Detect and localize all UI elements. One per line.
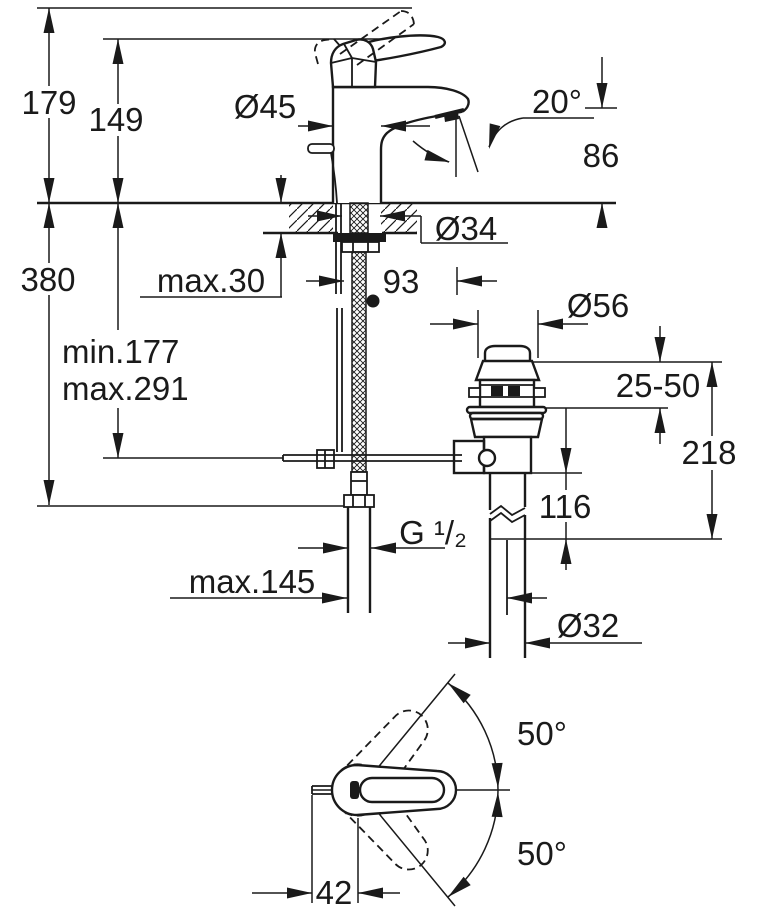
dimension-lines bbox=[43, 8, 718, 649]
dim-waste-height: 218 bbox=[681, 434, 736, 471]
supply-hose bbox=[351, 251, 367, 473]
supply-pipe bbox=[346, 507, 372, 613]
dimension-labels: 179 149 380 min.177 max.291 max.30 Ø45 2… bbox=[20, 83, 736, 644]
waste-pipe-upper bbox=[488, 473, 527, 510]
waste-pipe-lower bbox=[488, 515, 527, 658]
dim-handle-swing-upper: 50° bbox=[517, 715, 567, 752]
lift-rod bbox=[282, 143, 462, 469]
mounting-and-hose bbox=[333, 202, 386, 613]
rod-pivot bbox=[477, 448, 497, 468]
handle-inner-slot bbox=[358, 776, 446, 804]
top-view: 50° 50° 42 bbox=[252, 673, 567, 911]
faucet-body bbox=[331, 85, 470, 203]
waste-locknut bbox=[469, 417, 544, 439]
waste-ribbed-cone bbox=[474, 359, 541, 382]
dim-hose-length: 380 bbox=[20, 261, 75, 298]
hose-nut bbox=[343, 494, 375, 508]
dim-rod-min: min.177 bbox=[62, 333, 179, 370]
mounting-washer bbox=[333, 233, 386, 242]
hose-fitting bbox=[350, 471, 368, 496]
pop-up-waste bbox=[452, 344, 548, 658]
dim-max-side-distance: max.145 bbox=[189, 563, 316, 600]
lift-rod-knob bbox=[307, 143, 335, 154]
swing-arc-lower bbox=[447, 789, 499, 898]
knob-facets bbox=[330, 43, 377, 87]
dim-spout-angle: 20° bbox=[532, 83, 582, 120]
swing-limit-lines bbox=[370, 673, 456, 907]
dim-thread-size: G ¹/₂ bbox=[399, 514, 467, 551]
dim-spout-reach: 93 bbox=[383, 263, 420, 300]
mounting-nut bbox=[341, 241, 380, 253]
threaded-shank bbox=[349, 202, 369, 234]
dim-hole-diameter: Ø34 bbox=[435, 210, 497, 247]
handle-nub bbox=[311, 785, 333, 795]
dim-outlet-height: 86 bbox=[583, 137, 620, 174]
reference-lines bbox=[37, 7, 722, 540]
dim-height-to-lever: 149 bbox=[88, 101, 143, 138]
handle-lever bbox=[329, 34, 446, 89]
dim-waste-pipe-diameter: Ø32 bbox=[557, 607, 619, 644]
rod-ball-joint bbox=[366, 294, 380, 308]
water-stream bbox=[412, 115, 594, 177]
body-outline bbox=[331, 85, 470, 203]
waste-body bbox=[478, 378, 536, 409]
horizontal-rod bbox=[282, 454, 462, 462]
aerator-icon bbox=[434, 108, 465, 119]
swing-arc-upper bbox=[447, 682, 499, 791]
dim-handle-swing-lower: 50° bbox=[517, 835, 567, 872]
lever-knob bbox=[329, 38, 378, 89]
handle-pointer bbox=[350, 781, 359, 799]
pipe-break-icon bbox=[489, 504, 526, 524]
handle-raised-dashed bbox=[313, 10, 415, 66]
top-view-labels: 50° 50° 42 bbox=[316, 715, 567, 911]
dim-total-height: 179 bbox=[21, 84, 76, 121]
dim-max-deck-thickness: max.30 bbox=[157, 262, 265, 299]
dim-waste-flange-diameter: Ø56 bbox=[567, 287, 629, 324]
dim-tailpipe-length: 116 bbox=[539, 488, 592, 525]
dim-base-diameter: Ø45 bbox=[234, 88, 296, 125]
dim-basin-thickness-range: 25-50 bbox=[616, 367, 700, 404]
side-view: 179 149 380 min.177 max.291 max.30 Ø45 2… bbox=[20, 7, 737, 658]
dim-rod-max: max.291 bbox=[62, 370, 189, 407]
dim-lever-front-offset: 42 bbox=[316, 874, 353, 911]
